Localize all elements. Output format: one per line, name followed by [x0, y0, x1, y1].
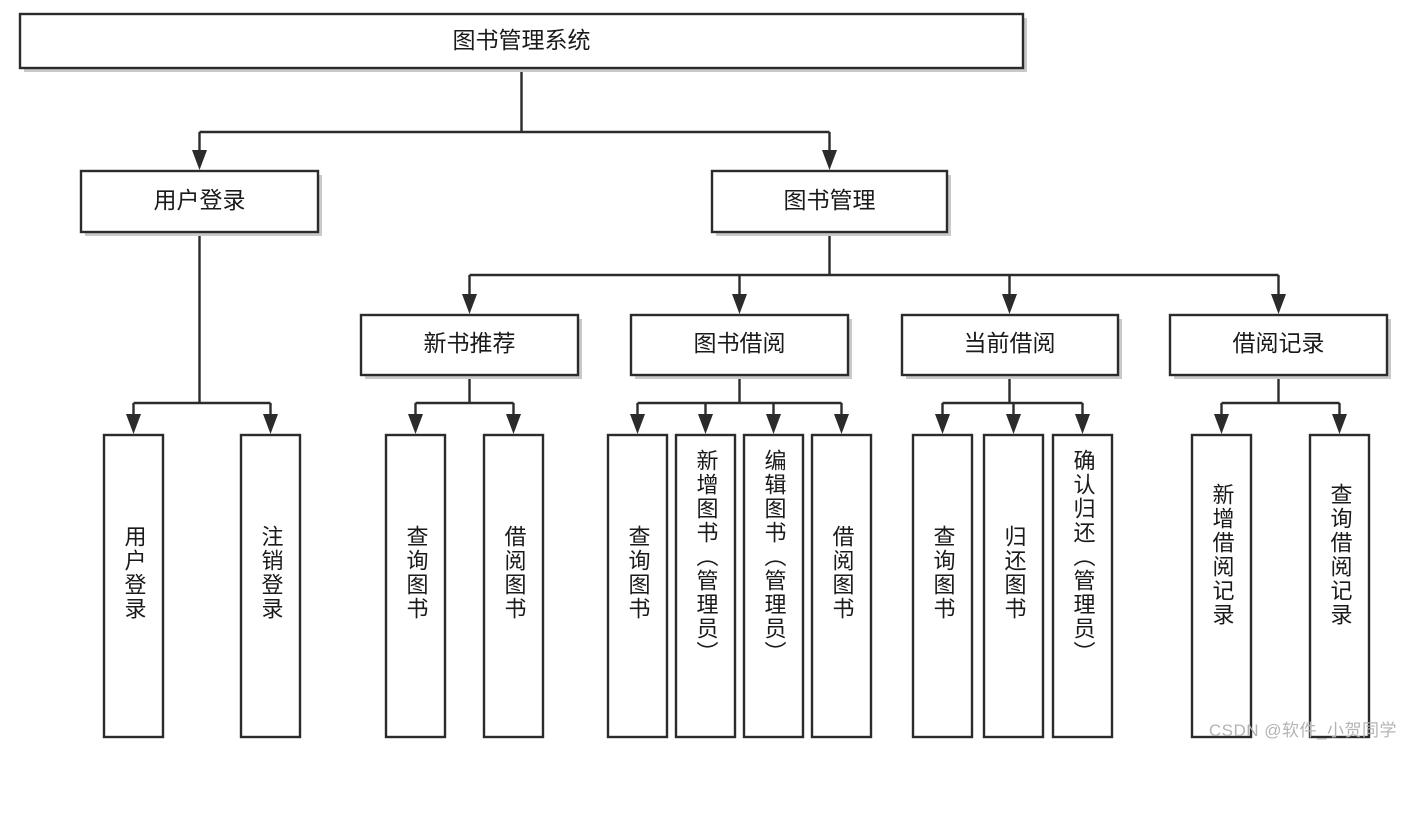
leaf-user-login[interactable] — [102, 433, 165, 739]
arrowhead-newbook — [462, 294, 477, 314]
node-book-manage[interactable]: 图书管理 — [710, 169, 951, 236]
leaf-borrow-lend-box[interactable] — [810, 433, 873, 739]
leaf-record-add[interactable] — [1190, 433, 1253, 739]
leaf-current-confirm[interactable] — [1051, 433, 1114, 739]
arrowhead-record-query — [1332, 414, 1347, 434]
node-book-manage-box[interactable] — [710, 169, 949, 234]
leaf-newbook-borrow[interactable] — [482, 433, 545, 739]
leaf-logout[interactable] — [239, 433, 302, 739]
leaf-newbook-query-box[interactable] — [384, 433, 447, 739]
node-user-login-label: 用户登录 — [154, 187, 246, 213]
node-user-login-box[interactable] — [79, 169, 320, 234]
leaf-user-login-box[interactable] — [102, 433, 165, 739]
leaf-node-layer — [102, 433, 1371, 739]
leaf-borrow-edit[interactable] — [742, 433, 805, 739]
node-root-label: 图书管理系统 — [453, 27, 591, 53]
arrowhead-current-return — [1006, 414, 1021, 434]
arrowhead-borrow-query — [630, 414, 645, 434]
node-current-borrow-label: 当前借阅 — [964, 330, 1056, 356]
leaf-record-query[interactable] — [1308, 433, 1371, 739]
leaf-borrow-query-box[interactable] — [606, 433, 669, 739]
node-book-manage-label: 图书管理 — [784, 187, 876, 213]
leaf-current-return[interactable] — [982, 433, 1045, 739]
arrowhead-leaf-user-login — [126, 414, 141, 434]
arrowhead-borrow — [732, 294, 747, 314]
node-borrow-record[interactable]: 借阅记录 — [1168, 313, 1391, 379]
node-book-borrow-box[interactable] — [629, 313, 850, 377]
leaf-current-return-box[interactable] — [982, 433, 1045, 739]
leaf-borrow-lend[interactable] — [810, 433, 873, 739]
leaf-borrow-add[interactable] — [674, 433, 737, 739]
node-borrow-record-box[interactable] — [1168, 313, 1389, 377]
org-chart-diagram: 图书管理系统 用户登录 图书管理 新书推荐 图书借阅 当前借阅 借阅记录 — [18, 12, 1391, 739]
arrowhead-borrow-lend — [834, 414, 849, 434]
node-book-borrow[interactable]: 图书借阅 — [629, 313, 852, 379]
arrowhead-current — [1002, 294, 1017, 314]
node-root-box[interactable] — [18, 12, 1025, 70]
arrowhead-book-manage — [822, 150, 837, 170]
arrowhead-newbook-query — [408, 414, 423, 434]
arrowhead-user-login — [192, 150, 207, 170]
leaf-logout-box[interactable] — [239, 433, 302, 739]
arrowhead-leaf-logout — [263, 414, 278, 434]
node-book-borrow-label: 图书借阅 — [694, 330, 786, 356]
connector-layer — [126, 68, 1347, 434]
leaf-current-query-box[interactable] — [911, 433, 974, 739]
node-current-borrow-box[interactable] — [900, 313, 1120, 377]
arrowhead-borrow-add — [698, 414, 713, 434]
node-root[interactable]: 图书管理系统 — [18, 12, 1027, 72]
leaf-current-confirm-box[interactable] — [1051, 433, 1114, 739]
leaf-current-query[interactable] — [911, 433, 974, 739]
arrowhead-record-add — [1214, 414, 1229, 434]
node-user-login[interactable]: 用户登录 — [79, 169, 322, 236]
arrowhead-current-confirm — [1075, 414, 1090, 434]
leaf-borrow-edit-box[interactable] — [742, 433, 805, 739]
arrowhead-borrow-edit — [766, 414, 781, 434]
leaf-borrow-query[interactable] — [606, 433, 669, 739]
watermark-text: CSDN @软件_小贺同学 — [1208, 721, 1397, 740]
leaf-record-add-box[interactable] — [1190, 433, 1253, 739]
arrowhead-record — [1271, 294, 1286, 314]
arrowhead-current-query — [935, 414, 950, 434]
node-new-book-recommend-label: 新书推荐 — [424, 330, 516, 356]
leaf-newbook-borrow-box[interactable] — [482, 433, 545, 739]
node-new-book-recommend-box[interactable] — [359, 313, 580, 377]
arrowhead-newbook-borrow — [506, 414, 521, 434]
leaf-newbook-query[interactable] — [384, 433, 447, 739]
leaf-record-query-box[interactable] — [1308, 433, 1371, 739]
node-borrow-record-label: 借阅记录 — [1233, 330, 1325, 356]
leaf-borrow-add-box[interactable] — [674, 433, 737, 739]
node-current-borrow[interactable]: 当前借阅 — [900, 313, 1122, 379]
node-new-book-recommend[interactable]: 新书推荐 — [359, 313, 582, 379]
